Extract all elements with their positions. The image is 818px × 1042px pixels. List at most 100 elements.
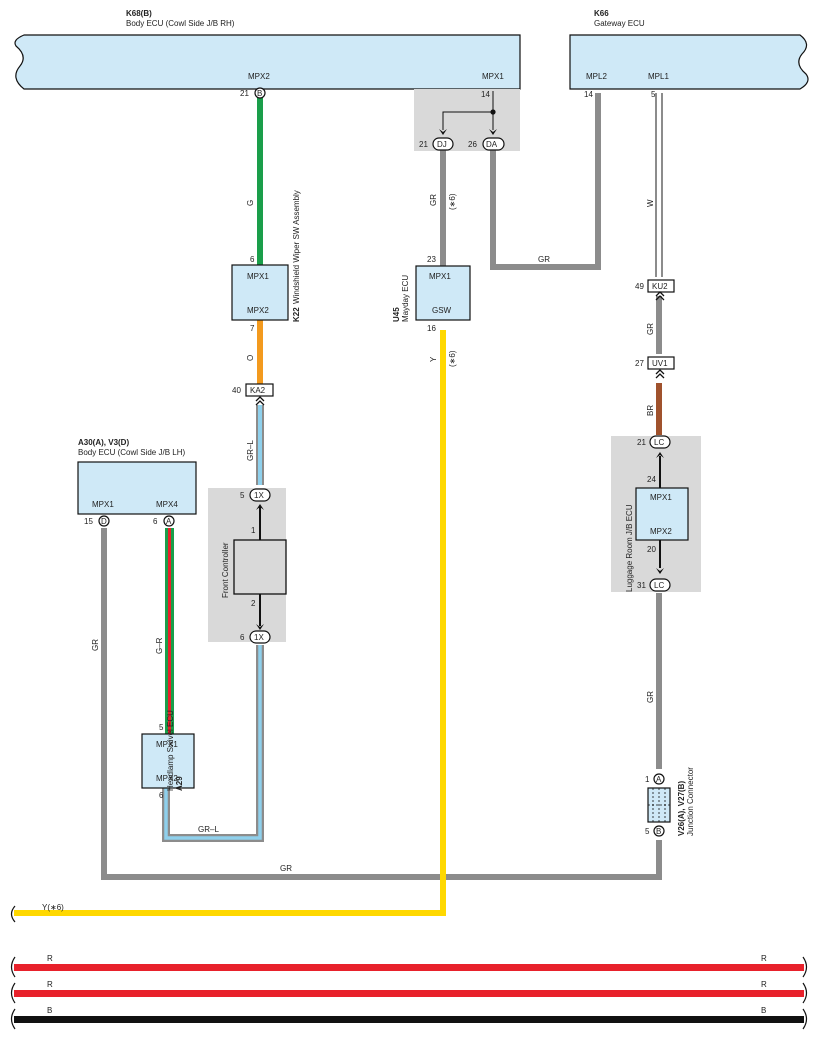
- a30-name: Body ECU (Cowl Side J/B LH): [78, 448, 185, 457]
- luggage-pin-top-label: MPX1: [650, 493, 672, 502]
- x1-bottom-pin: 6: [240, 633, 245, 642]
- u45-pin-top-label: MPX1: [429, 272, 451, 281]
- wire-lc-internal-bottom: [659, 540, 661, 568]
- wire-label-gr-dj: GR: [429, 194, 438, 206]
- wire-label-r1-right: R: [761, 954, 767, 963]
- y-bus-end-mark: [10, 905, 16, 923]
- wire-label-grl: GR–L: [246, 440, 255, 461]
- a29-code: A29: [175, 776, 184, 791]
- u45-pin-bottom: 16: [427, 324, 436, 333]
- k66-pin-mpl1-label: MPL1: [648, 72, 669, 81]
- k22-pin-bottom-label: MPX2: [247, 306, 269, 315]
- wire-grl-bottom: [162, 645, 264, 842]
- v26-code: V26(A), V27(B): [677, 781, 686, 836]
- wire-label-g: G: [246, 200, 255, 206]
- a29-name: Headlamp Swivel ECU: [166, 710, 175, 791]
- wire-label-gr-bottom: GR: [280, 864, 292, 873]
- wire-gr-da: [490, 93, 601, 270]
- wire-mpx1-split: [442, 91, 494, 130]
- k66-code: K66: [594, 9, 609, 18]
- v26-junction-connector: [647, 787, 671, 823]
- wire-label-gr-lc: GR: [646, 691, 655, 703]
- uv1-label: UV1: [652, 359, 668, 368]
- luggage-pin-top: 24: [647, 475, 656, 484]
- bus-line-b: [10, 1008, 808, 1030]
- v26-top-conn-letter: A: [656, 775, 662, 784]
- a30-pin-mpx4-label: MPX4: [156, 500, 178, 509]
- lc-bottom-label: LC: [654, 581, 664, 590]
- wire-fc-internal-bottom: [259, 594, 261, 626]
- u45-name: Mayday ECU: [401, 275, 410, 322]
- wire-label-r2-right: R: [761, 980, 767, 989]
- a29-box: [141, 733, 195, 789]
- k68-pin-mpx1-label: MPX1: [482, 72, 504, 81]
- uv1-chevron-icon: [655, 369, 665, 379]
- v26-bottom-connector: [653, 825, 665, 837]
- v26-bottom-conn-letter: B: [656, 827, 661, 836]
- dj-label: DJ: [437, 140, 447, 149]
- v26-name: Junction Connector: [686, 767, 695, 836]
- wire-label-gr-r: G–R: [155, 637, 164, 654]
- x1-top-connector: [249, 488, 271, 502]
- fc-pin-top: 1: [251, 526, 256, 535]
- k22-pin-top-label: MPX1: [247, 272, 269, 281]
- wire-y: [14, 330, 446, 916]
- ku2-connector: [647, 279, 675, 293]
- da-connector: [482, 137, 505, 151]
- a30-mpx4-conn-letter: A: [166, 517, 172, 526]
- wire-label-gr-ku2: GR: [646, 323, 655, 335]
- bus-line-r1: [10, 956, 808, 978]
- k68-mpx2-pin: 21: [240, 89, 249, 98]
- x1-top-label: 1X: [254, 491, 264, 500]
- a30-box: [77, 461, 197, 515]
- v26-bottom-pin: 5: [645, 827, 650, 836]
- k22-box: [231, 264, 289, 321]
- wire-label-star6-bottom: (∗6): [448, 350, 457, 367]
- dj-pin: 21: [419, 140, 428, 149]
- k68-body-ecu-bar: [14, 34, 521, 90]
- x1-bottom-label: 1X: [254, 633, 264, 642]
- fc-pin-bottom: 2: [251, 599, 256, 608]
- ka2-chevron-icon: [255, 396, 265, 406]
- v26-top-pin: 1: [645, 775, 650, 784]
- uv1-connector: [647, 356, 675, 370]
- k66-mpl1-pin: 5: [651, 90, 656, 99]
- a29-pin-top: 5: [159, 723, 164, 732]
- a29-pin-bottom-label: MPX2: [156, 774, 178, 783]
- wire-label-w: W: [646, 199, 655, 207]
- splice-dot: [490, 109, 496, 115]
- wire-o: [257, 320, 263, 384]
- wire-label-r2-left: R: [47, 980, 53, 989]
- k68-mpx1-pin: 14: [481, 90, 490, 99]
- a30-mpx1-conn-letter: D: [101, 517, 107, 526]
- wire-grl-top: [256, 405, 264, 485]
- wire-label-o: O: [246, 355, 255, 361]
- lc-bottom-connector: [649, 578, 671, 592]
- wire-label-br: BR: [646, 405, 655, 416]
- wire-gr-lc: [656, 593, 662, 769]
- wire-label-r1-left: R: [47, 954, 53, 963]
- k22-name: Windshield Wiper SW Assembly: [292, 190, 301, 304]
- a30-mpx1-pin: 15: [84, 517, 93, 526]
- u45-code: U45: [392, 307, 401, 322]
- da-label: DA: [486, 140, 498, 149]
- k68-mpx2-connector: [254, 87, 266, 99]
- x1-bottom-connector: [249, 630, 271, 644]
- luggage-pin-bottom-label: MPX2: [650, 527, 672, 536]
- wire-g: [257, 97, 263, 265]
- ka2-pin: 40: [232, 386, 241, 395]
- u45-box: [415, 265, 471, 321]
- ku2-pin: 49: [635, 282, 644, 291]
- front-controller-box: [233, 539, 287, 595]
- k68-code: K68(B): [126, 9, 152, 18]
- k22-pin-top: 6: [250, 255, 255, 264]
- k22-code: K22: [292, 307, 301, 322]
- wire-gr-bottom: [101, 528, 662, 880]
- ka2-connector: [245, 383, 274, 397]
- ku2-label: KU2: [652, 282, 668, 291]
- wire-label-star6-top: (∗6): [448, 193, 457, 210]
- wire-label-b-right: B: [761, 1006, 766, 1015]
- k66-name: Gateway ECU: [594, 19, 645, 28]
- wire-gr-dj: [440, 150, 446, 266]
